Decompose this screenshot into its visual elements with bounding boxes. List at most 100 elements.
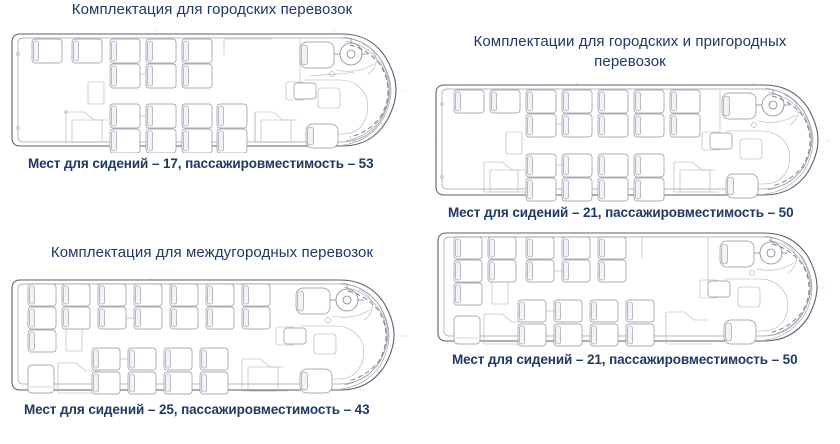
seat-block [633, 177, 665, 202]
seat-block [127, 371, 157, 395]
panel-city-title: Комплектация для городских перевозок [71, 1, 353, 18]
seat-block [525, 177, 557, 202]
seat-block [241, 306, 271, 330]
seat-block [633, 113, 665, 138]
seat-block [453, 89, 485, 114]
seat-block [453, 282, 483, 306]
seat-block [109, 128, 141, 153]
seat-block [145, 128, 177, 153]
seat-block [597, 113, 629, 138]
seat-block [97, 306, 127, 330]
seat-block [625, 323, 655, 347]
seat-block [525, 113, 557, 138]
seat-block [97, 283, 127, 307]
seat-block [561, 113, 593, 138]
seat-block [517, 299, 547, 323]
panel-suburban-caption: Мест для сидений – 21, пассажировместимо… [452, 352, 798, 367]
front-passenger-seat [723, 319, 757, 345]
seat-block [489, 89, 521, 114]
panel-city-suburban: Комплектации для городских и пригородных… [420, 32, 840, 221]
seat-block [561, 177, 593, 202]
seat-block [525, 259, 555, 283]
seat-block [633, 153, 665, 178]
seat-block [525, 153, 557, 178]
seat-block [216, 128, 248, 153]
seat-block [61, 306, 91, 330]
seat-block [597, 236, 627, 260]
seat-block [199, 371, 229, 395]
seat-block [597, 259, 627, 283]
panel-city-caption: Мест для сидений – 17, пассажировместимо… [28, 156, 374, 171]
seat-block [625, 299, 655, 323]
seat-block [133, 283, 163, 307]
seat-block [453, 315, 481, 345]
seat-block [181, 38, 213, 64]
front-passenger-seat [305, 123, 339, 149]
seat-block [133, 306, 163, 330]
seat-block [205, 283, 235, 307]
seat-block [597, 177, 629, 202]
seat-block [163, 371, 193, 395]
front-passenger-seat [299, 368, 333, 394]
seat-block [91, 347, 121, 371]
seat-block [525, 236, 555, 260]
driver-seat [721, 92, 757, 120]
seat-block [589, 299, 619, 323]
seat-block [27, 283, 57, 307]
dashboard-panel [317, 87, 341, 109]
seat-block [553, 323, 583, 347]
seat-block [589, 323, 619, 347]
seat-block [561, 259, 591, 283]
seat-block [91, 371, 121, 395]
seat-block [127, 347, 157, 371]
panel-city-suburban-caption: Мест для сидений – 21, пассажировместимо… [448, 205, 794, 220]
dashboard-panel [737, 286, 761, 308]
front-passenger-seat [725, 173, 759, 199]
seat-block [145, 63, 177, 89]
seat-block [145, 38, 177, 64]
panel-intercity: Комплектация для междугородных перевозок [0, 243, 424, 418]
panel-suburban: Мест для сидений – 21, пассажировместимо… [424, 228, 840, 368]
driver-seat [299, 41, 335, 69]
seat-block [27, 364, 55, 394]
seat-block [669, 113, 701, 138]
seat-block [525, 89, 557, 114]
panel-intercity-floorplan [0, 275, 424, 397]
seat-block [633, 89, 665, 114]
seat-block [109, 63, 141, 89]
seat-block [163, 347, 193, 371]
seat-block [169, 306, 199, 330]
seat-block [109, 38, 141, 64]
panel-intercity-title: Комплектация для междугородных перевозок [50, 244, 374, 261]
panel-city-suburban-title: Комплектации для городских и пригородных… [473, 33, 787, 70]
driver-seat [295, 287, 331, 315]
seat-block [487, 259, 517, 283]
seat-block [453, 259, 483, 283]
seat-block [561, 153, 593, 178]
panel-intercity-caption: Мест для сидений – 25, пассажировместимо… [24, 402, 370, 417]
seat-block [145, 103, 177, 129]
seat-block [517, 323, 547, 347]
seat-block [561, 236, 591, 260]
seat-block [169, 283, 199, 307]
driver-seat [719, 240, 755, 268]
seat-block [181, 63, 213, 89]
seat-block [109, 103, 141, 129]
seat-block [216, 103, 248, 129]
seat-block [27, 306, 57, 330]
seat-block [27, 329, 57, 353]
dashboard-panel [313, 333, 337, 355]
seat-block [597, 89, 629, 114]
seat-block [205, 306, 235, 330]
seat-block [31, 38, 63, 64]
seat-block [199, 347, 229, 371]
seat-block [487, 236, 517, 260]
panel-city: Комплектация для городских перевозок [0, 0, 424, 172]
seat-block [561, 89, 593, 114]
seat-block [597, 153, 629, 178]
seat-block [553, 299, 583, 323]
seat-block [669, 89, 701, 114]
panel-city-floorplan [0, 28, 424, 153]
dashboard-panel [739, 138, 763, 160]
